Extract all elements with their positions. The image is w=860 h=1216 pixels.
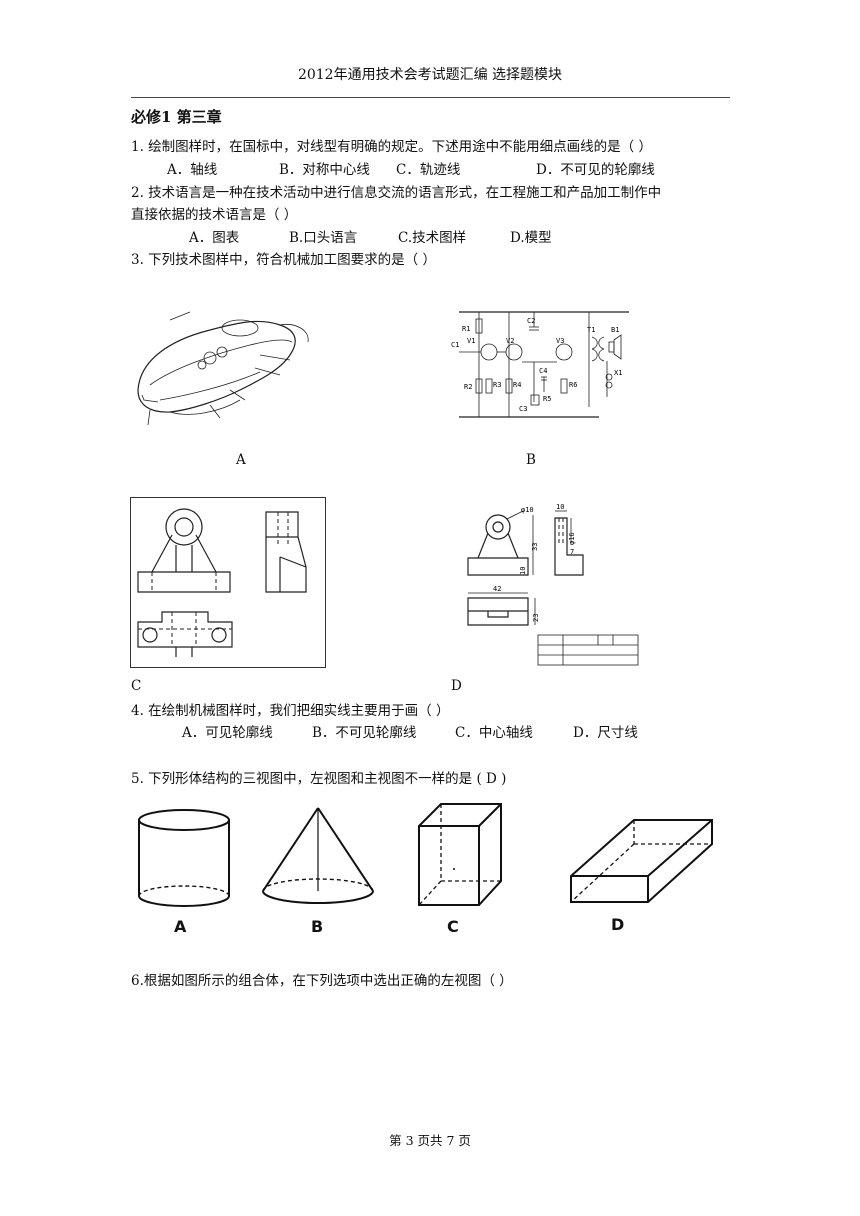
page-header: 2012年通用技术会考试题汇编 选择题模块: [297, 67, 563, 83]
question-2-line1: 2. 技术语言是一种在技术活动中进行信息交流的语言形式，在工程施工和产品加工制作…: [131, 185, 662, 201]
q1-option-c: C．轨迹线: [396, 162, 461, 178]
q3-label-a: A: [236, 452, 246, 468]
circuit-label: B1: [611, 326, 619, 334]
circuit-diagram-figure: R1 C2 V1 V2 V3 T1 B1 C1 R2 R3 R4 C4 R6 X…: [451, 311, 629, 418]
question-6: 6.根据如图所示的组合体，在下列选项中选出正确的左视图（ ）: [131, 973, 513, 989]
q1-option-b: B．对称中心线: [279, 162, 370, 178]
q2-option-a: A．图表: [189, 230, 240, 246]
q2-option-b: B.口头语言: [289, 230, 358, 246]
q3-label-d: D: [451, 678, 462, 694]
circuit-label: T1: [587, 326, 595, 334]
q1-option-d: D．不可见的轮廓线: [536, 162, 655, 178]
circuit-label: R5: [543, 395, 551, 403]
three-view-drawing-c: [130, 497, 326, 668]
question-1: 1. 绘制图样时，在国标中，对线型有明确的规定。下述用途中不能用细点画线的是（ …: [131, 139, 652, 155]
dimensioned-drawing-d: φ10 33 10 10 φ16 7 42 23: [467, 503, 639, 666]
circuit-label: C3: [519, 405, 527, 413]
circuit-label: R1: [462, 325, 470, 333]
circuit-label: V2: [506, 337, 514, 345]
circuit-label: V3: [556, 337, 564, 345]
q4-option-a: A．可见轮廓线: [182, 725, 273, 741]
section-title: 必修1 第三章: [131, 108, 222, 126]
q5-label-b: B: [311, 917, 324, 936]
cylinder-figure: [138, 809, 230, 907]
circuit-label: C2: [527, 317, 535, 325]
q4-option-c: C．中心轴线: [455, 725, 533, 741]
dimension-label: 10: [556, 503, 564, 511]
flat-prism-figure: [570, 819, 713, 903]
q4-option-d: D．尺寸线: [573, 725, 638, 741]
q3-label-b: B: [526, 452, 536, 468]
cone-figure: [262, 807, 374, 904]
dimension-label: 10: [519, 567, 527, 575]
q2-option-d: D.模型: [510, 230, 552, 246]
header-rule: [131, 97, 730, 98]
car-sketch-figure: [137, 311, 309, 426]
box-figure: [418, 803, 502, 906]
circuit-label: R4: [513, 381, 521, 389]
dimension-label: 42: [493, 585, 501, 593]
dimension-label: 7: [570, 548, 574, 556]
circuit-label: R3: [493, 381, 501, 389]
q3-label-c: C: [131, 678, 142, 694]
dimension-label: φ10: [521, 506, 534, 514]
circuit-label: X1: [614, 369, 622, 377]
q5-label-c: C: [447, 917, 459, 936]
q2-option-c: C.技术图样: [398, 230, 467, 246]
circuit-label: V1: [467, 337, 475, 345]
page-footer: 第 3 页共 7 页: [389, 1133, 471, 1148]
dimension-label: 23: [532, 614, 540, 622]
question-4: 4. 在绘制机械图样时，我们把细实线主要用于画（ ）: [131, 703, 450, 719]
question-5: 5. 下列形体结构的三视图中，左视图和主视图不一样的是 ( D ): [131, 771, 507, 787]
question-3: 3. 下列技术图样中，符合机械加工图要求的是（ ）: [131, 252, 436, 268]
q5-label-d: D: [611, 915, 625, 934]
q5-label-a: A: [174, 917, 187, 936]
dimension-label: φ16: [568, 532, 576, 545]
circuit-label: R6: [569, 381, 577, 389]
question-2-line2: 直接依据的技术语言是（ ）: [131, 207, 298, 223]
q4-option-b: B．不可见轮廓线: [312, 725, 417, 741]
dimension-label: 33: [531, 543, 539, 551]
q1-option-a: A．轴线: [167, 162, 218, 178]
circuit-label: C1: [451, 341, 459, 349]
circuit-label: C4: [539, 367, 547, 375]
circuit-label: R2: [464, 383, 472, 391]
